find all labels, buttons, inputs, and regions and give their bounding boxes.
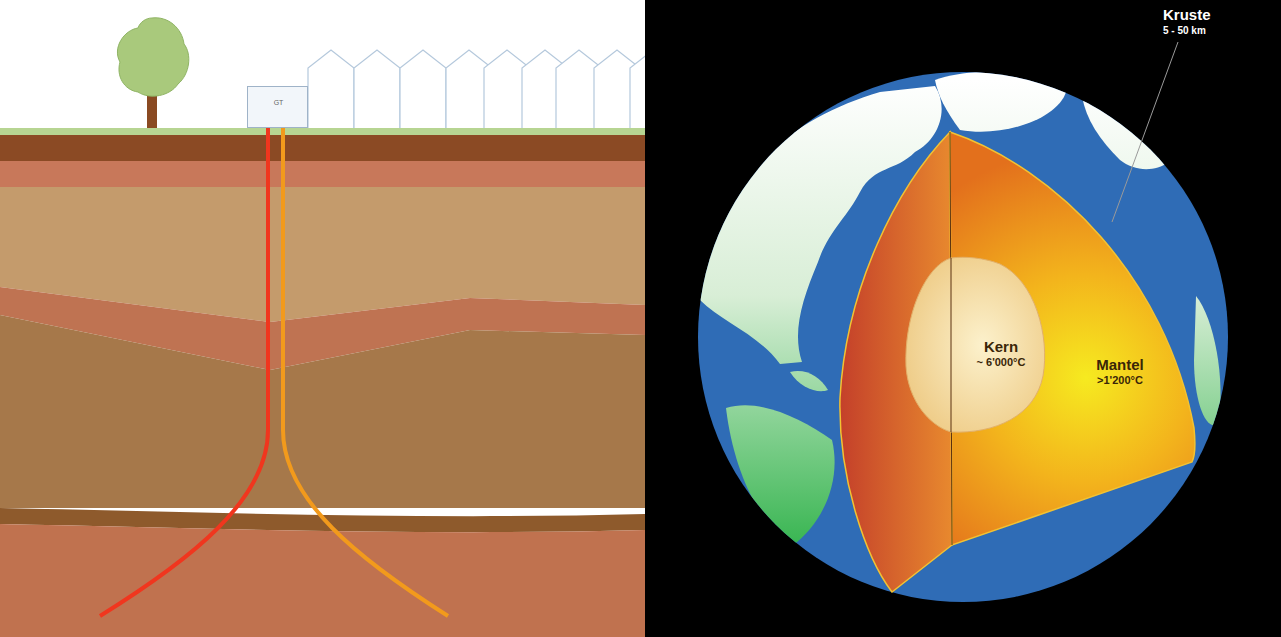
text-block: Mantel>1'200°C [1072,356,1168,387]
leader-line [1112,42,1178,222]
greenhouse [400,50,446,129]
continent [935,72,1066,132]
thickness-value: 5 - 50 km [1163,25,1206,36]
rock-layer [0,315,645,508]
greenhouse [308,50,354,129]
temperature-value: >1'200°C [1072,374,1168,387]
control-building: GT [247,86,308,128]
mantle-cut-face [950,132,1195,545]
greenhouse [354,50,400,129]
rock-layer [0,161,645,187]
text-block: Kern~ 6'000°C [962,338,1040,369]
rock-layer [0,524,645,637]
space-background [645,0,1281,637]
core-region: Kern~ 6'000°C [900,256,1046,434]
continent [726,405,835,546]
production-well [100,127,268,616]
grass [0,128,645,135]
layer-name: Kruste [1163,6,1211,23]
sky [0,0,645,130]
continent [1194,296,1221,425]
globe-ocean [698,72,1228,602]
layer-name: Kern [962,338,1040,356]
core-shape [900,256,1046,434]
layer-name: Mantel [1072,356,1168,374]
temperature-value: ~ 6'000°C [962,356,1040,369]
tree-crown [117,18,188,96]
building-label: GT [252,99,305,107]
continent [1082,94,1184,169]
text-block: GT [252,99,305,107]
soil-layer [0,135,645,161]
cut-edge [951,258,952,432]
continent [790,371,828,391]
tree-trunk [147,92,157,130]
injection-well [283,127,448,616]
core-outline [906,257,1045,432]
mantle-region: Mantel>1'200°C Kern~ 6'000°C [836,128,1198,596]
